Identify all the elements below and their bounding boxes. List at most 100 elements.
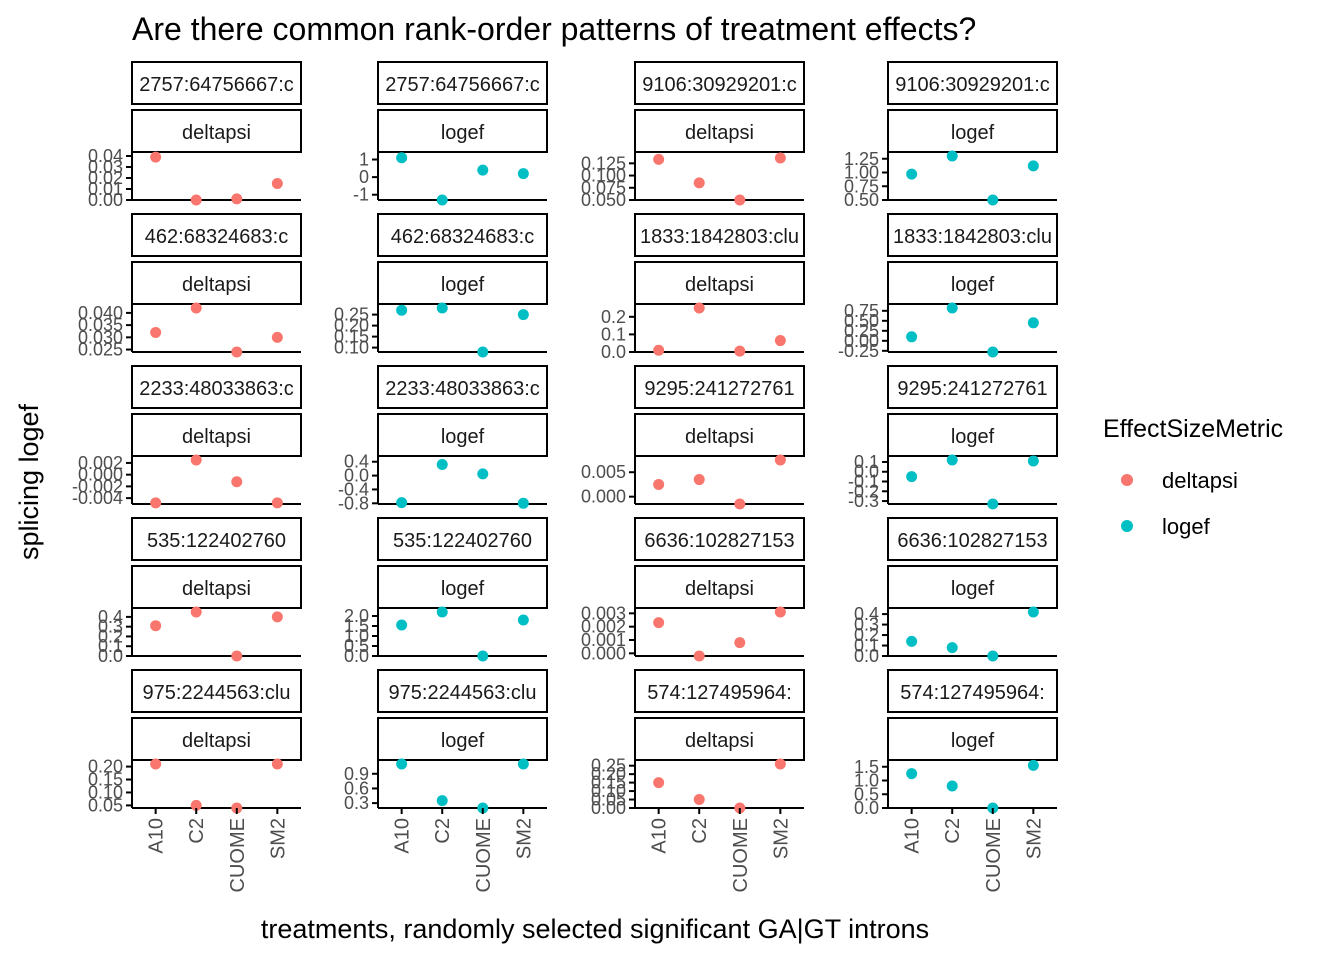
strip-top-box [887,517,1058,561]
point-SM2 [517,758,529,770]
legend: EffectSizeMetric deltapsi logef [1103,415,1283,539]
facet-panel-8: 1833:1842803:clulogef-0.250.000.250.500.… [838,213,1058,361]
point-CUOME [231,193,243,205]
y-tick-label: 0.05 [591,790,626,810]
point-SM2 [517,497,529,509]
y-tick-label: 0.25 [334,305,369,325]
point-C2 [190,606,202,618]
x-tick-label: SM2 [1023,818,1045,859]
point-C2 [693,302,705,314]
strip-top-label: 975:2244563:clu [389,682,537,704]
y-tick-label: 0.9 [344,764,369,784]
point-C2 [946,150,958,162]
strip-bottom-box [377,109,548,153]
strip-top-label: 975:2244563:clu [143,682,291,704]
point-A10 [150,326,162,338]
y-tick-label: 0.030 [78,327,123,347]
point-C2 [436,795,448,807]
point-C2 [190,302,202,314]
point-SM2 [517,168,529,180]
strip-bottom-label: logef [951,426,995,448]
point-C2 [693,474,705,486]
point-SM2 [774,606,786,618]
y-tick-label: 0.1 [98,636,123,656]
point-C2 [693,650,705,662]
point-A10 [653,344,665,356]
y-tick-label: 0.3 [344,793,369,813]
point-SM2 [517,309,529,321]
y-tick-label: 0.01 [88,179,123,199]
strip-top-label: 535:122402760 [393,530,532,552]
x-tick-label: SM2 [267,818,289,859]
strip-bottom-label: deltapsi [685,274,754,296]
strip-bottom-label: logef [441,426,485,448]
y-tick-label: 0.20 [334,316,369,336]
strip-bottom-label: logef [951,578,995,600]
strip-bottom-label: deltapsi [685,426,754,448]
y-tick-label: -0.002 [72,476,123,496]
strip-bottom-box [634,717,805,761]
point-A10 [653,478,665,490]
y-tick-label: 0.1 [854,636,879,656]
point-C2 [436,606,448,618]
x-tick-label: A10 [392,818,414,854]
y-tick-label: 0.00 [844,331,879,351]
strip-bottom-box [377,717,548,761]
point-A10 [396,152,408,164]
point-C2 [190,194,202,206]
facet-panel-3: 9106:30929201:cdeltapsi0.0500.0750.1000.… [581,61,805,210]
strip-bottom-label: logef [951,730,995,752]
y-tick-label: 1.25 [844,149,879,169]
point-C2 [946,302,958,314]
y-tick-label: 0.4 [344,452,369,472]
strip-bottom-box [887,109,1058,153]
y-tick-label: 0.040 [78,303,123,323]
strip-bottom-box [634,565,805,609]
point-SM2 [774,152,786,164]
y-tick-label: 0.000 [581,487,626,507]
strip-bottom-box [131,261,302,305]
x-tick-label: SM2 [770,818,792,859]
point-CUOME [477,346,489,358]
point-CUOME [477,468,489,480]
strip-top-label: 6636:102827153 [644,530,794,552]
y-tick-label: 0.0 [854,646,879,666]
point-SM2 [774,454,786,466]
y-tick-label: 0.75 [844,301,879,321]
y-tick-label: 0.002 [581,617,626,637]
point-A10 [396,304,408,316]
point-SM2 [271,611,283,623]
y-tick-label: 0.00 [88,190,123,210]
strip-top-label: 2757:64756667:c [385,74,540,96]
strip-bottom-label: deltapsi [685,578,754,600]
facet-panel-19: 574:127495964:deltapsi0.000.050.100.150.… [591,669,805,892]
point-CUOME [734,637,746,649]
legend-key-logef [1121,520,1133,532]
y-tick-label: 0.03 [88,157,123,177]
point-CUOME [477,164,489,176]
strip-top-box [887,61,1058,105]
point-C2 [693,794,705,806]
y-tick-label: 0.125 [581,153,626,173]
strip-top-label: 2233:48033863:c [385,378,540,400]
y-tick-label: -0.3 [848,491,879,511]
strip-bottom-label: deltapsi [182,122,251,144]
strip-top-box [377,213,548,257]
y-tick-label: 0.50 [844,190,879,210]
y-tick-label: 0.100 [581,166,626,186]
facet-panel-15: 6636:102827153deltapsi0.0000.0010.0020.0… [581,517,805,663]
x-tick-label: C2 [942,818,964,844]
y-tick-label: 0.1 [601,324,626,344]
point-SM2 [271,758,283,770]
y-tick-label: 0.075 [581,178,626,198]
y-tick-label: 0.5 [344,636,369,656]
point-SM2 [271,331,283,343]
point-A10 [906,331,918,343]
y-tick-label: -0.004 [72,488,123,508]
